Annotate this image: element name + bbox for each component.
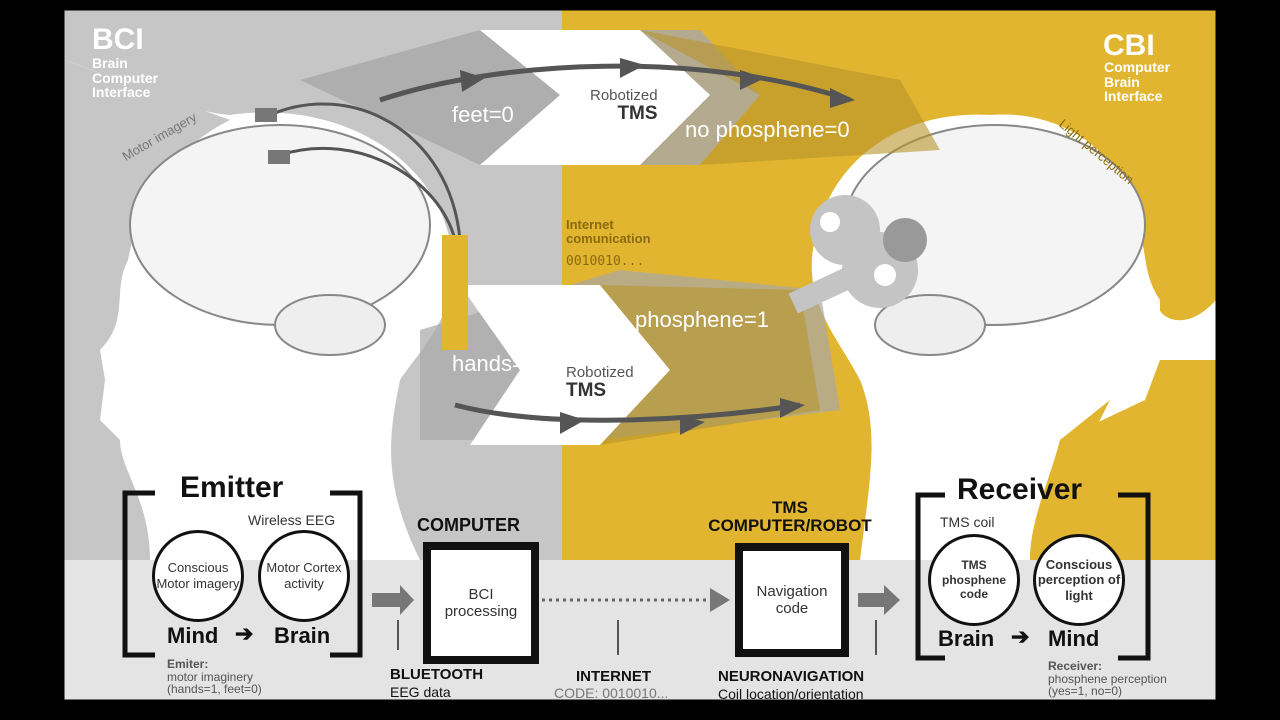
bottom-flow-arrow [454, 402, 801, 423]
robot-word: Robotized [590, 87, 658, 104]
emitter-mind: Mind [167, 623, 219, 648]
top-chevron [480, 30, 710, 165]
emitter-cerebellum [274, 294, 386, 356]
tms-phosphene-code-circle: TMS phosphene code [928, 534, 1020, 626]
eeg-sensor [255, 108, 277, 122]
robot-word: TMS [566, 379, 607, 401]
neuronavigation-label: NEURONAVIGATION [718, 668, 865, 685]
bci-word: Brain [92, 55, 128, 71]
computer-title: COMPUTER [417, 515, 520, 535]
bluetooth-label: BLUETOOTH [390, 666, 484, 683]
receiver-brain-label: Brain [938, 626, 995, 651]
note-line: (hands=1, feet=0) [167, 682, 262, 697]
bci-acronym: BCI [92, 23, 144, 56]
arrow-icon: ➔ [1011, 624, 1030, 649]
bci-word: Computer [92, 69, 159, 86]
cbi-acronym: CBI [1103, 29, 1155, 62]
eeg-data-label: EEG data [390, 684, 451, 700]
feet-label: feet=0 [452, 102, 514, 127]
cbi-word: Interface [1104, 88, 1163, 105]
internet-code: CODE: 0010010... [554, 685, 669, 701]
arrow-to-computer [372, 585, 414, 615]
hands-label: hands=1 [452, 351, 538, 376]
bottom-chevron [460, 285, 670, 445]
tms-coil-label: TMS coil [940, 514, 995, 530]
conscious-perception-circle: Conscious perception of light [1033, 534, 1125, 626]
wireless-eeg-label: Wireless EEG [248, 512, 336, 528]
cbi-word: Computer [1104, 59, 1171, 75]
arrow-to-receiver [858, 585, 900, 615]
receiver-mind: Mind [1048, 626, 1100, 651]
internet-word: Internet [566, 217, 614, 232]
note-title: Receiver: [1048, 659, 1103, 673]
receiver-bracket [915, 492, 1151, 661]
emitter-brain-label: Brain [274, 623, 331, 648]
robot-word: TMS [617, 102, 658, 124]
note-line: motor imaginery [167, 669, 254, 684]
emitter-note: Emiter:motor imaginery(hands=1, feet=0) [167, 658, 262, 696]
emitter-title: Emitter [180, 471, 284, 504]
top-flow-arrow [379, 63, 851, 103]
robot-word: Robotized [566, 364, 634, 381]
receiver-title: Receiver [957, 473, 1083, 506]
tms-coil-icon [788, 195, 927, 314]
internet-word: comunication [566, 230, 651, 246]
internet-title: INTERNET [576, 668, 651, 685]
receiver-cerebellum [874, 294, 986, 356]
receiver-note: Receiver:phosphene perception(yes=1, no=… [1048, 660, 1167, 698]
arrow-icon: ➔ [235, 621, 254, 646]
title-line: COMPUTER/ROBOT [708, 515, 872, 535]
coil-location-label: Coil location/orientation [718, 686, 864, 702]
note-title: Emiter: [167, 657, 209, 671]
wireless-eeg-device [442, 235, 468, 350]
phosphene-label: phosphene=1 [635, 307, 769, 332]
title-line: TMS [772, 498, 808, 517]
conscious-motor-imagery-circle: Conscious Motor imagery [152, 530, 244, 622]
emitter-bracket [122, 490, 363, 658]
eeg-sensor [268, 150, 290, 164]
cbi-word: Brain [1104, 73, 1140, 90]
note-line: phosphene perception [1048, 671, 1167, 686]
bci-processing-box: BCI processing [423, 542, 539, 664]
bci-word: Interface [92, 84, 151, 101]
note-line: (yes=1, no=0) [1048, 684, 1123, 699]
motor-cortex-activity-circle: Motor Cortex activity [258, 530, 350, 622]
no-phosphene-label: no phosphene=0 [685, 117, 850, 142]
eeg-cable [269, 102, 462, 241]
binary-code: 0010010... [566, 254, 645, 269]
navigation-code-box: Navigation code [735, 543, 849, 657]
